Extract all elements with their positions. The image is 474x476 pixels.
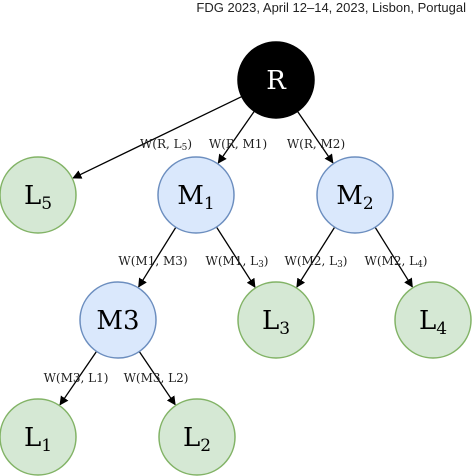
edges-layer	[59, 95, 413, 406]
edge-R-M1	[217, 110, 255, 164]
node-M2: M2	[316, 156, 394, 234]
edge-M2-L4	[374, 226, 413, 288]
node-circle-M1	[157, 156, 235, 234]
edge-label-M2-L4: W(M2, L4)	[365, 254, 428, 270]
node-L4: L4	[394, 281, 472, 359]
node-L2: L2	[158, 398, 236, 476]
node-circle-L3	[237, 281, 315, 359]
node-circle-L1	[0, 398, 77, 476]
node-circle-L5	[0, 156, 77, 234]
node-label-M1: M1	[177, 181, 214, 214]
edge-M3-L1	[59, 351, 98, 406]
edge-label-R-L5: W(R, L5)	[140, 137, 192, 153]
edge-M1-M3	[138, 226, 177, 288]
node-circle-L4	[394, 281, 472, 359]
node-M1: M1	[157, 156, 235, 234]
edge-labels-layer: W(R, L5) W(R, M1) W(R, M2) W(M1, M3) W(M1, L…	[44, 137, 428, 385]
node-L3: L3	[237, 281, 315, 359]
node-circle-M3	[79, 281, 157, 359]
node-label-M3: M3	[96, 306, 139, 336]
edge-M1-L3	[215, 226, 256, 288]
edge-M3-L2	[138, 351, 176, 406]
edge-R-L5	[72, 95, 243, 179]
edge-label-M2-L3: W(M2, L3)	[285, 254, 348, 270]
node-label-L2: L2	[183, 423, 211, 456]
edge-label-M1-L3: W(M1, L3)	[206, 254, 269, 270]
node-label-R: R	[266, 66, 287, 96]
edge-label-R-M2: W(R, M2)	[287, 137, 345, 151]
node-circle-M2	[316, 156, 394, 234]
edge-label-M3-L2: W(M3, L2)	[124, 371, 189, 385]
node-L1: L1	[0, 398, 77, 476]
edge-label-M1-M3: W(M1, M3)	[118, 254, 187, 268]
node-circle-R	[237, 41, 315, 119]
edge-label-M3-L1: W(M3, L1)	[44, 371, 109, 385]
edge-label-R-M1: W(R, M1)	[209, 137, 267, 151]
edge-R-M2	[296, 110, 334, 164]
node-label-L1: L1	[24, 423, 52, 456]
page-header: FDG 2023, April 12–14, 2023, Lisbon, Por…	[196, 0, 466, 15]
edge-M2-L3	[296, 226, 336, 288]
node-L5: L5	[0, 156, 77, 234]
node-label-L4: L4	[419, 306, 447, 339]
node-circle-L2	[158, 398, 236, 476]
node-label-L3: L3	[262, 306, 290, 339]
node-label-M2: M2	[336, 181, 373, 214]
node-R: R	[237, 41, 315, 119]
node-label-L5: L5	[24, 181, 52, 214]
node-M3: M3	[79, 281, 157, 359]
